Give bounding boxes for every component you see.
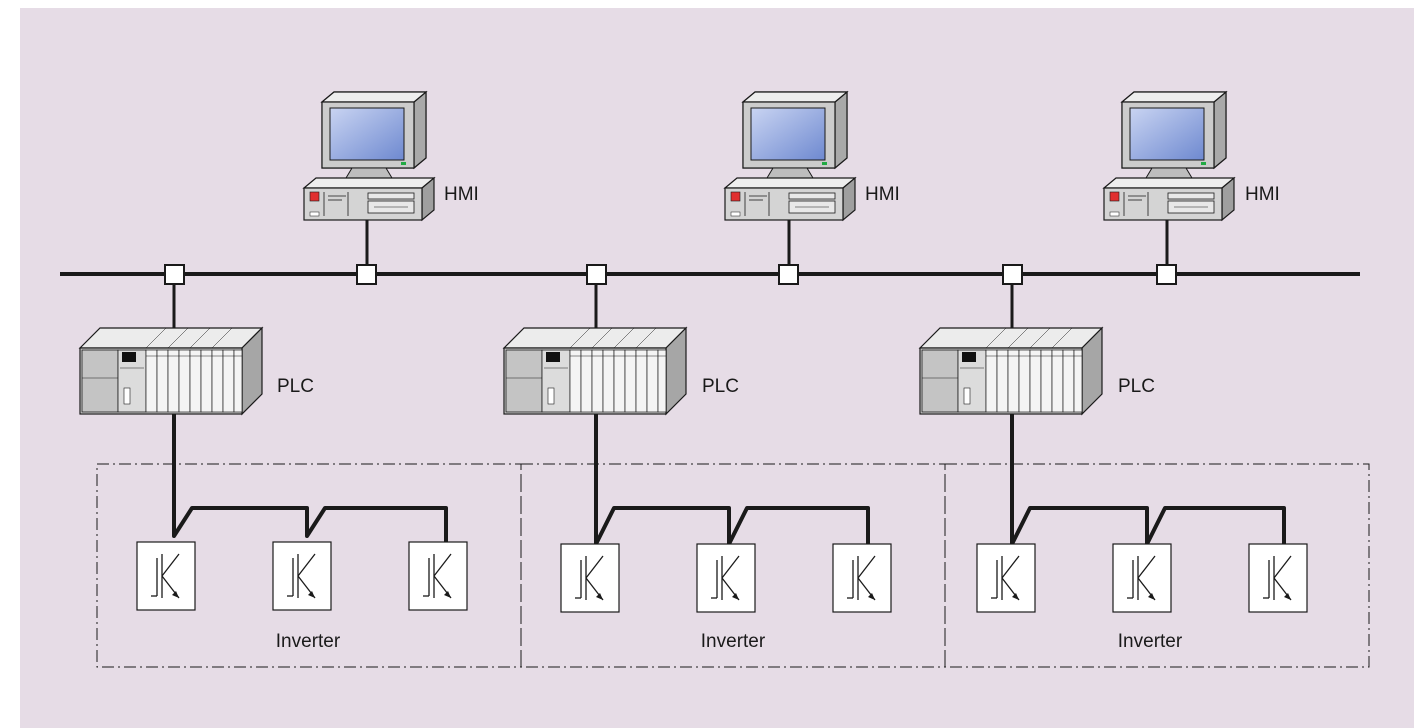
cell-group-3: HMI PLC Inverter xyxy=(919,91,1370,668)
inverter-link-line-3 xyxy=(1010,414,1286,548)
plc-3 xyxy=(919,327,1103,415)
inverter-1b xyxy=(272,541,332,611)
inverter-3a xyxy=(976,543,1036,613)
inverter-2c xyxy=(832,543,892,613)
cell-group-2: HMI PLC Inverter xyxy=(503,91,946,668)
cell-group-1: HMI PLC Inverter xyxy=(79,91,522,668)
inverter-group-box-1 xyxy=(96,463,522,668)
inverter-link-line-2 xyxy=(594,414,870,548)
plc-bus-connector-3 xyxy=(1002,264,1023,285)
hmi-computer-2 xyxy=(724,91,856,221)
hmi-label-1: HMI xyxy=(444,184,479,205)
plc-1 xyxy=(79,327,263,415)
inverter-1c xyxy=(408,541,468,611)
inverter-group-box-3 xyxy=(944,463,1370,668)
hmi-bus-connector-3 xyxy=(1156,264,1177,285)
hmi-label-3: HMI xyxy=(1245,184,1280,205)
inverter-label-2: Inverter xyxy=(701,631,766,652)
hmi-bus-connector-1 xyxy=(356,264,377,285)
inverter-3c xyxy=(1248,543,1308,613)
inverter-link-line-1 xyxy=(172,414,448,542)
plc-label-2: PLC xyxy=(702,376,739,397)
plc-label-3: PLC xyxy=(1118,376,1155,397)
plc-label-1: PLC xyxy=(277,376,314,397)
inverter-group-box-2 xyxy=(520,463,946,668)
inverter-label-1: Inverter xyxy=(276,631,341,652)
inverter-label-3: Inverter xyxy=(1118,631,1183,652)
inverter-3b xyxy=(1112,543,1172,613)
inverter-2a xyxy=(560,543,620,613)
hmi-computer-3 xyxy=(1103,91,1235,221)
inverter-1a xyxy=(136,541,196,611)
plc-2 xyxy=(503,327,687,415)
hmi-computer-1 xyxy=(303,91,435,221)
plc-bus-connector-1 xyxy=(164,264,185,285)
inverter-2b xyxy=(696,543,756,613)
hmi-label-2: HMI xyxy=(865,184,900,205)
plc-bus-connector-2 xyxy=(586,264,607,285)
hmi-bus-connector-2 xyxy=(778,264,799,285)
